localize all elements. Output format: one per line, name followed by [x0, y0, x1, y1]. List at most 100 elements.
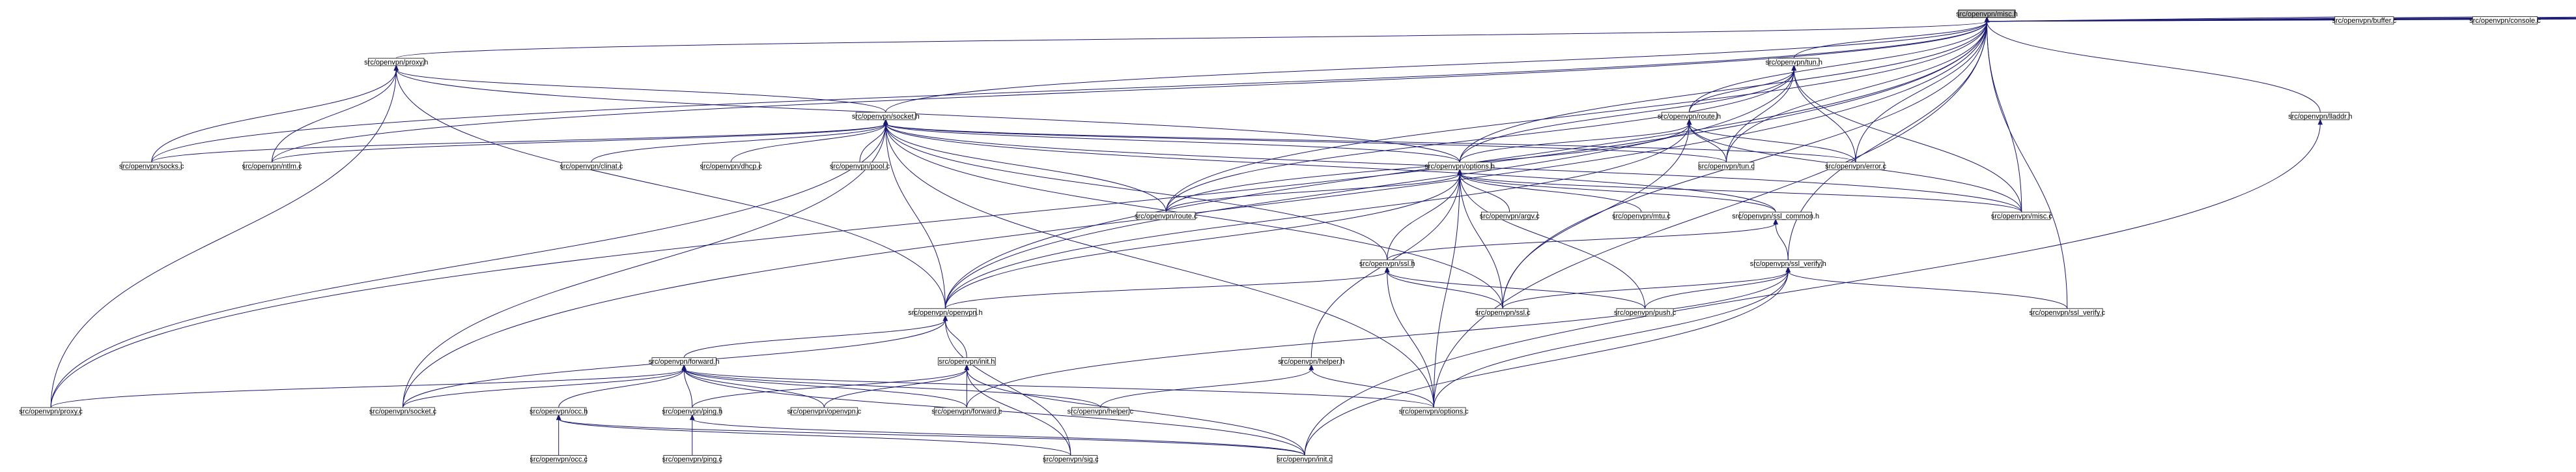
node-dhcp-c[interactable]: src/openvpn/dhcp.c	[700, 162, 763, 170]
node-box	[1992, 211, 2051, 220]
edge-misc-h-to-socket-h	[885, 21, 1987, 113]
edge-socket-h-to-ssl-common-h	[885, 123, 1776, 213]
node-label: src/openvpn/helper.h	[1278, 358, 1344, 366]
node-box	[663, 407, 722, 416]
edge-misc-h-to-options-h	[1459, 21, 1987, 162]
node-options-h[interactable]: src/openvpn/options.h	[1424, 162, 1495, 170]
node-occ-h[interactable]: src/openvpn/occ.h	[530, 407, 587, 416]
edge-socket-h-to-tun-c	[885, 123, 1727, 163]
node-ssl-common-h[interactable]: src/openvpn/ssl_common.h	[1732, 211, 1819, 220]
node-forward-h[interactable]: src/openvpn/forward.h	[649, 357, 720, 366]
edge-route-h-to-options-h	[1459, 123, 1690, 162]
node-box	[1616, 308, 1674, 317]
node-label: src/openvpn/clinat.c	[559, 162, 623, 170]
node-box	[790, 407, 858, 416]
node-helper-h[interactable]: src/openvpn/helper.h	[1278, 357, 1344, 366]
node-ping-c[interactable]: src/openvpn/ping.c	[662, 455, 723, 464]
node-sig-c[interactable]: src/openvpn/sig.c	[1043, 455, 1099, 464]
arrowhead	[942, 315, 948, 321]
edge-ssl-verify-h-to-forward-c	[966, 271, 1789, 408]
edge-ssl-h-to-options-c	[1387, 271, 1434, 408]
edge-ssl-verify-h-to-ssl-verify-c	[1787, 271, 2068, 309]
edge-socket-h-to-ssl-h	[885, 123, 1388, 260]
node-route-h[interactable]: src/openvpn/route.h	[1658, 111, 1721, 121]
node-misc-h[interactable]: src/openvpn/misc.h	[1956, 9, 2018, 18]
edge-ssl-verify-h-to-init-c	[1304, 271, 1789, 456]
node-label: src/openvpn/mtu.c	[1612, 213, 1671, 220]
node-box	[2472, 16, 2538, 25]
node-ssl-verify-c[interactable]: src/openvpn/ssl_verify.c	[2030, 308, 2106, 317]
node-proxy-c[interactable]: src/openvpn/proxy.c	[19, 407, 83, 416]
edge-misc-h-to-socks-c	[151, 21, 1987, 162]
arrowhead	[1984, 16, 1990, 23]
edge-options-h-to-mtu-c	[1459, 173, 1642, 213]
node-openvpn-h[interactable]: src/openvpn/openvpn.h	[908, 308, 983, 317]
node-box	[561, 162, 621, 170]
node-label: src/openvpn/socket.h	[852, 113, 920, 121]
node-box	[1958, 9, 2016, 18]
node-openvpn-c[interactable]: src/openvpn/openvpn.c	[787, 407, 862, 416]
edge-ssl-h-to-openvpn-h	[944, 271, 1388, 309]
node-mtu-c[interactable]: src/openvpn/mtu.c	[1612, 211, 1671, 220]
node-ntlm-c[interactable]: src/openvpn/ntlm.c	[242, 162, 302, 170]
node-options-c[interactable]: src/openvpn/options.c	[1399, 407, 1469, 416]
node-ping-h[interactable]: src/openvpn/ping.h	[662, 407, 722, 416]
node-label: src/openvpn/ntlm.c	[242, 162, 302, 170]
edge-forward-h-to-ping-h	[683, 369, 693, 408]
node-ssl-h[interactable]: src/openvpn/ssl.h	[1359, 259, 1415, 269]
edge-ssl-common-h-to-ssl-h	[1387, 223, 1776, 260]
node-buffer-c[interactable]: src/openvpn/buffer.c	[2332, 16, 2397, 25]
node-helper-c[interactable]: src/openvpn/helper.c	[1068, 407, 1134, 416]
edge-helper-h-to-helper-c	[1099, 368, 1312, 408]
edge-forward-h-to-socket-c	[403, 368, 685, 408]
node-console-c[interactable]: src/openvpn/console.c	[2469, 16, 2541, 25]
node-proxy-h[interactable]: src/openvpn/proxy.h	[364, 57, 428, 66]
node-box	[1477, 308, 1529, 317]
node-push-c[interactable]: src/openvpn/push.c	[1614, 308, 1677, 317]
node-lladdr-h[interactable]: src/openvpn/lladdr.h	[2288, 111, 2353, 121]
node-box	[1481, 211, 1538, 220]
node-clinat-c[interactable]: src/openvpn/clinat.c	[559, 162, 623, 170]
node-ssl-verify-h[interactable]: src/openvpn/ssl_verify.h	[1750, 259, 1826, 269]
edge-socket-h-to-options-h	[885, 123, 1460, 163]
node-box	[1277, 455, 1333, 464]
arrowhead	[1457, 169, 1462, 175]
node-error-c[interactable]: src/openvpn/error.c	[1825, 162, 1887, 170]
node-label: src/openvpn/pool.c	[830, 162, 890, 170]
node-forward-c[interactable]: src/openvpn/forward.c	[931, 407, 1002, 416]
node-occ-c[interactable]: src/openvpn/occ.c	[530, 455, 588, 464]
node-label: src/openvpn/occ.c	[530, 456, 587, 464]
edge-options-h-to-options-c	[1433, 173, 1460, 408]
node-label: src/openvpn/ssl.h	[1359, 260, 1415, 268]
edge-ssl-verify-h-to-push-c	[1645, 271, 1789, 309]
node-argv-c[interactable]: src/openvpn/argv.c	[1480, 211, 1540, 220]
edge-proxy-h-to-openvpn-h	[395, 69, 946, 309]
node-label: src/openvpn/misc.h	[1956, 10, 2018, 18]
edge-tun-h-to-misc-c	[1793, 69, 2022, 213]
node-socket-c[interactable]: src/openvpn/socket.c	[369, 407, 437, 416]
edge-socket-h-to-options-c	[885, 123, 1434, 408]
node-box	[1613, 211, 1669, 220]
edge-init-h-to-sig-c	[966, 369, 1071, 456]
edge-socket-h-to-ntlm-c	[272, 123, 886, 163]
node-tun-c[interactable]: src/openvpn/tun.c	[1698, 162, 1755, 170]
node-socks-c[interactable]: src/openvpn/socks.c	[119, 162, 184, 170]
edge-misc-h-to-lladdr-h	[1987, 21, 2321, 113]
arrowhead	[2317, 119, 2323, 125]
node-socket-h[interactable]: src/openvpn/socket.h	[852, 111, 920, 121]
edge-tun-h-to-route-h	[1689, 69, 1794, 113]
edge-misc-h-to-status-c	[1987, 18, 2576, 22]
node-box	[371, 407, 435, 416]
edge-socket-h-to-socket-c	[403, 123, 886, 408]
node-tun-h[interactable]: src/openvpn/tun.h	[1766, 57, 1822, 66]
edge-route-h-to-tun-c	[1689, 123, 1727, 162]
edge-socket-h-to-dhcp-c	[730, 123, 886, 162]
edge-options-h-to-ssl-c	[1459, 173, 1503, 309]
node-ssl-c[interactable]: src/openvpn/ssl.c	[1475, 308, 1531, 317]
node-init-h[interactable]: src/openvpn/init.h	[937, 357, 996, 366]
edge-options-h-to-argv-c	[1459, 173, 1510, 213]
node-pool-c[interactable]: src/openvpn/pool.c	[830, 162, 890, 170]
node-init-c[interactable]: src/openvpn/init.c	[1277, 455, 1333, 464]
node-route-c[interactable]: src/openvpn/route.c	[1135, 211, 1198, 220]
node-misc-c[interactable]: src/openvpn/misc.c	[1991, 211, 2053, 220]
